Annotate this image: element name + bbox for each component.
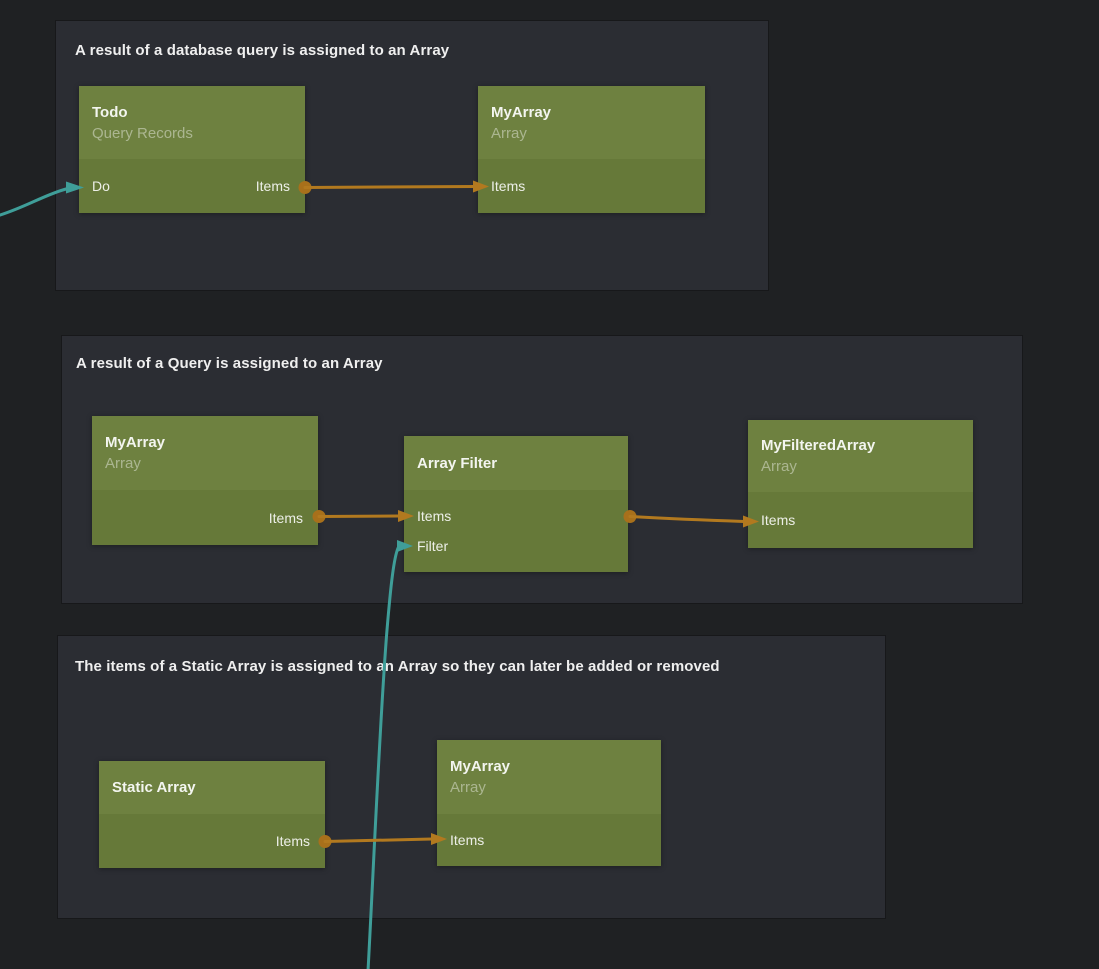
output-port-items[interactable]: Items	[255, 178, 290, 194]
node-subtitle: Array	[105, 455, 141, 472]
group-title: The items of a Static Array is assigned …	[75, 658, 720, 675]
node-title: MyFilteredArray	[761, 437, 876, 454]
output-port-items[interactable]: Items	[275, 833, 310, 849]
node-static-array[interactable]: Static Array Items	[99, 761, 325, 868]
input-port-items[interactable]: Items	[417, 508, 452, 524]
node-header: MyFilteredArray Array	[748, 420, 973, 492]
node-title: MyArray	[450, 758, 511, 775]
node-myarray-middle[interactable]: MyArray Array Items	[92, 416, 318, 545]
node-subtitle: Array	[491, 124, 527, 142]
node-header: Array Filter	[404, 436, 628, 490]
node-header: MyArray Array	[437, 740, 661, 814]
node-header: MyArray Array	[478, 86, 705, 159]
input-port-items[interactable]: Items	[761, 512, 796, 528]
node-title: MyArray	[491, 103, 552, 121]
group-box-static-array[interactable]: The items of a Static Array is assigned …	[58, 636, 885, 918]
output-port-items[interactable]: Items	[268, 509, 303, 526]
node-title: Static Array	[112, 779, 196, 796]
node-body: Items	[99, 814, 325, 868]
input-port-items[interactable]: Items	[450, 832, 485, 848]
node-header: MyArray Array	[92, 416, 318, 490]
node-body: Do Items	[79, 159, 305, 213]
node-body: Items	[748, 492, 973, 548]
group-title: A result of a database query is assigned…	[75, 42, 450, 59]
node-header: Static Array	[99, 761, 325, 814]
group-box-database-query[interactable]: A result of a database query is assigned…	[56, 21, 768, 290]
input-port-do[interactable]: Do	[92, 178, 110, 194]
node-title: Todo	[92, 103, 128, 121]
node-title: Array Filter	[417, 454, 498, 472]
node-title: MyArray	[105, 434, 166, 451]
node-subtitle: Array	[761, 458, 797, 475]
node-body: Items	[92, 490, 318, 545]
node-header: Todo Query Records	[79, 86, 305, 159]
group-box-query-to-array[interactable]: A result of a Query is assigned to an Ar…	[62, 336, 1022, 603]
node-myfilteredarray[interactable]: MyFilteredArray Array Items	[748, 420, 973, 548]
node-todo-query-records[interactable]: Todo Query Records Do Items	[79, 86, 305, 213]
node-array-filter[interactable]: Array Filter Items Filter	[404, 436, 628, 572]
node-body: Items	[437, 814, 661, 866]
input-port-items[interactable]: Items	[491, 178, 526, 194]
node-subtitle: Array	[450, 779, 486, 796]
node-body: Items Filter	[404, 490, 628, 572]
group-title: A result of a Query is assigned to an Ar…	[76, 355, 383, 372]
node-subtitle: Query Records	[92, 124, 193, 142]
input-port-filter[interactable]: Filter	[417, 538, 449, 554]
node-myarray-top[interactable]: MyArray Array Items	[478, 86, 705, 213]
node-body: Items	[478, 159, 705, 213]
node-myarray-bottom[interactable]: MyArray Array Items	[437, 740, 661, 866]
